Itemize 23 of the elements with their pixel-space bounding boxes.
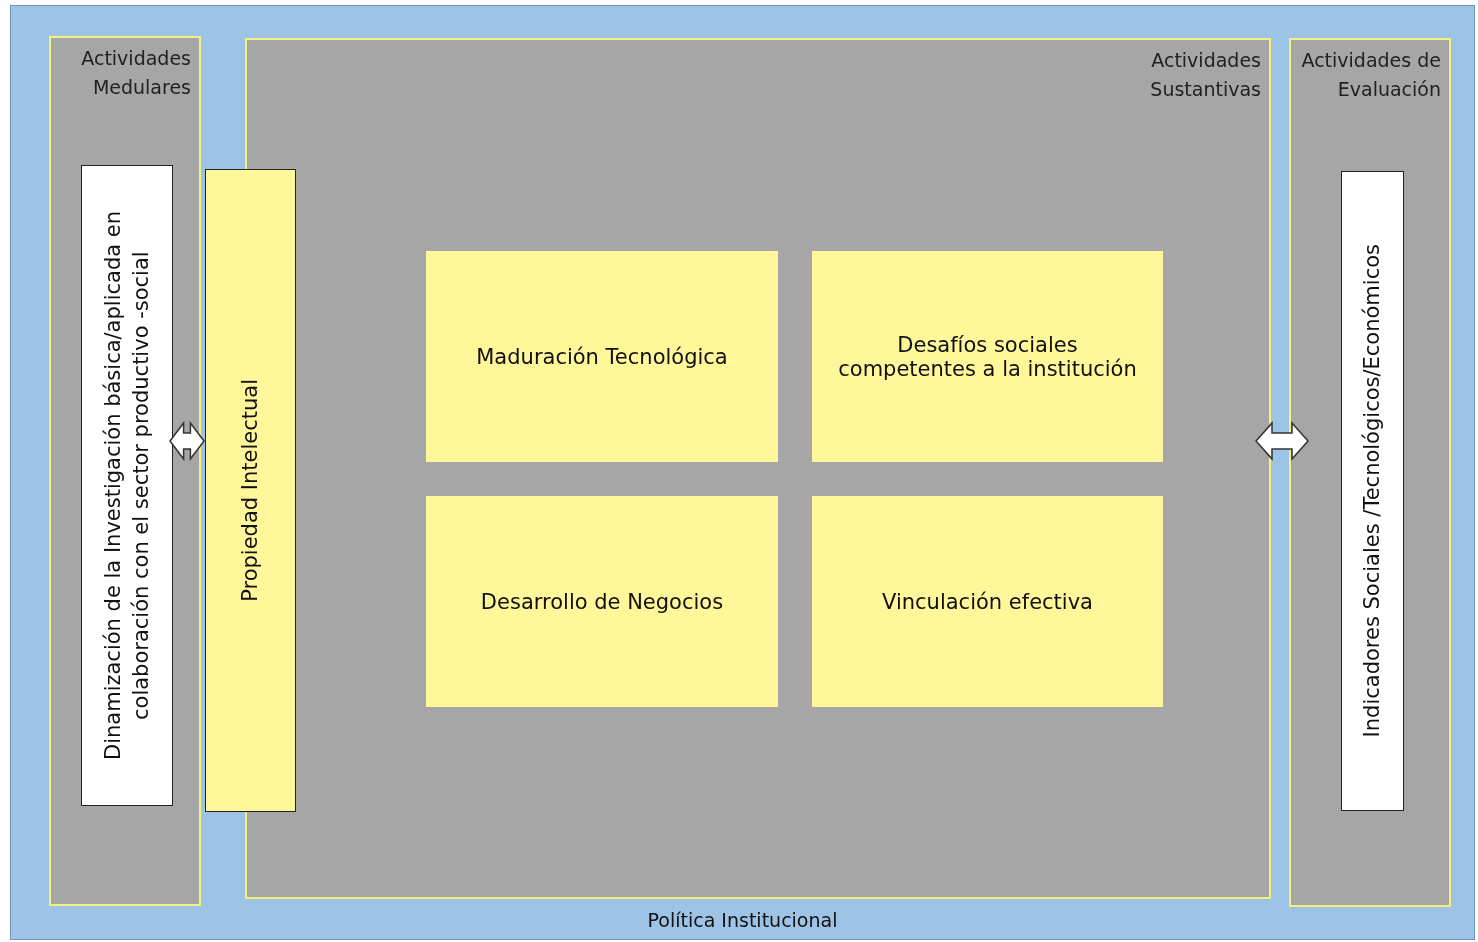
box-label: Maduración Tecnológica [476,344,728,369]
outer-panel [10,5,1475,940]
process-box [205,169,296,812]
box-label: Propiedad Intelectual [237,379,264,602]
box-label: Desarrollo de Negocios [480,589,724,614]
double-arrow [169,420,205,462]
double-arrow [1255,421,1309,461]
activity-panel [49,36,201,906]
process-box [812,496,1163,707]
activity-panel [1289,38,1451,907]
box-label: Dinamización de la Investigación básica/aplicada en colaboración con el sector productivo -social [99,210,154,762]
panel-title: Actividades de Evaluación [1301,48,1441,102]
process-box [426,251,778,462]
box-label: Indicadores Sociales /Tecnológicos/Económicos [1359,244,1386,738]
box-label: Desafíos sociales competentes a la institución [837,332,1138,381]
box-label: Vinculación efectiva [882,589,1093,614]
process-box [426,496,778,707]
process-box [1341,171,1404,811]
process-box [812,251,1163,462]
process-box [81,165,173,806]
panel-title: Actividades Sustantivas [1149,48,1261,102]
panel-title: Política Institucional [646,909,839,931]
panel-title: Actividades Medulares [80,46,191,100]
